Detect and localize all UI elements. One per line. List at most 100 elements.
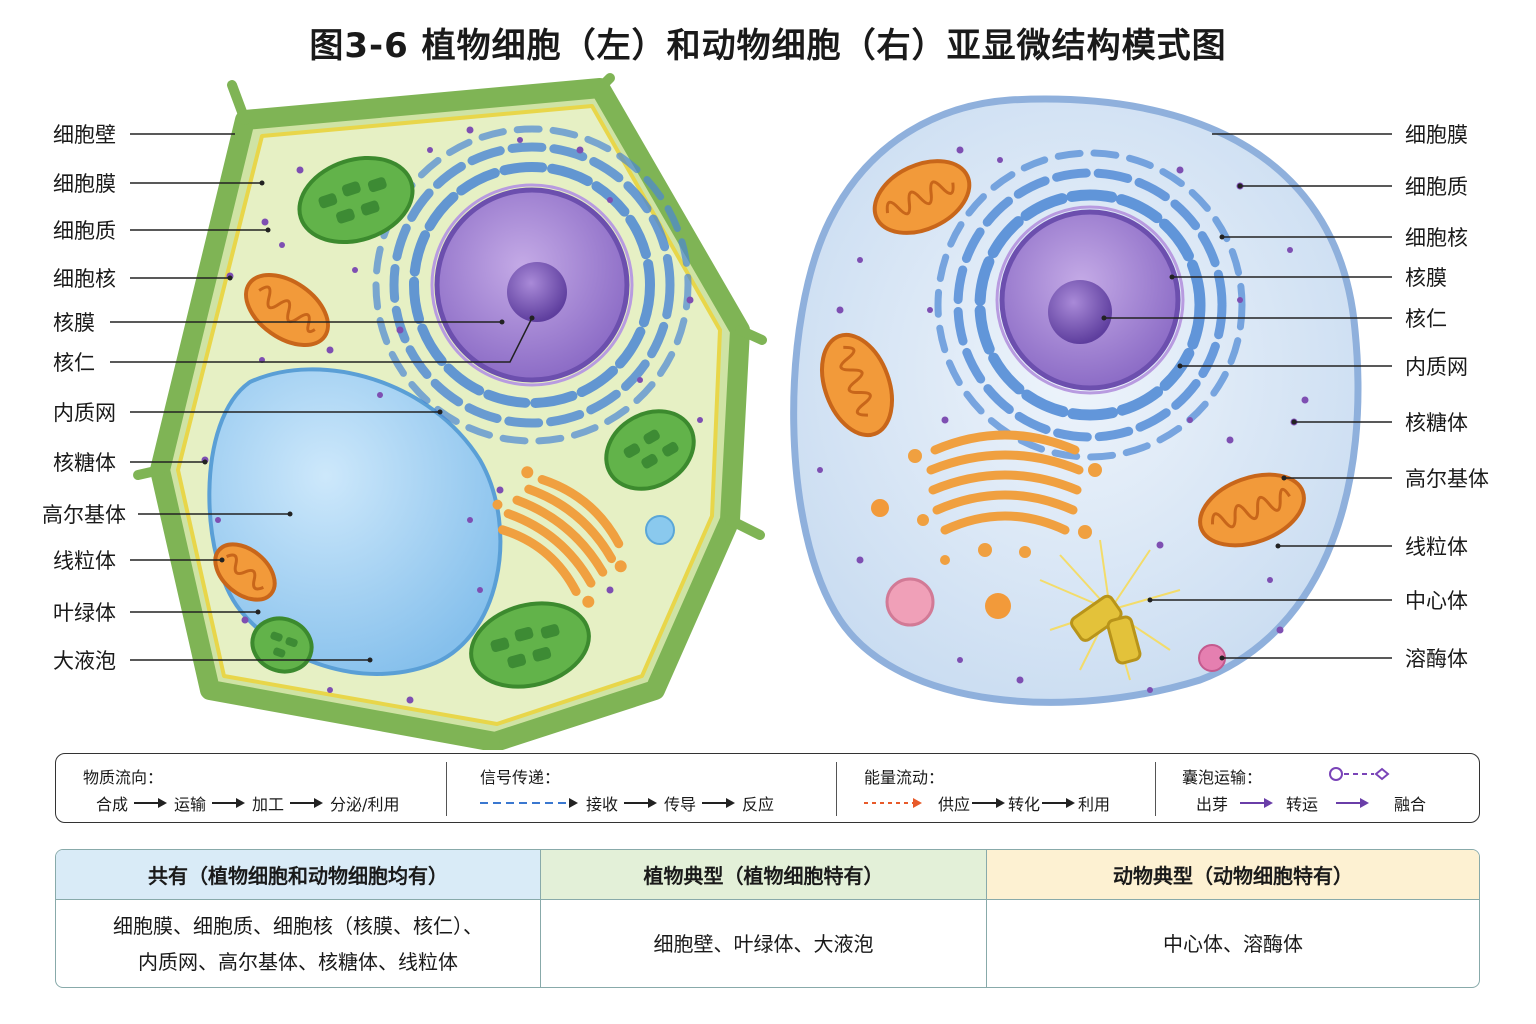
animal-label-lysosome: 溶酶体 [1405,647,1468,671]
plant-nuclear-envelope [430,183,634,387]
signal-step-1: 接收 [586,795,619,814]
lysosome-1 [885,577,935,627]
table-header-common: 共有（植物细胞和动物细胞均有） [56,850,540,900]
arrow-icon [212,798,246,808]
material-step-3: 加工 [252,795,285,814]
vesicle-step-3: 融合 [1394,795,1427,814]
arrow-icon [624,798,658,808]
plant-label-nucleolus: 核仁 [53,351,95,375]
animal-golgi [908,430,1102,565]
animal-label-cell-membrane: 细胞膜 [1405,123,1468,147]
legend-energy: 能量流动： 供应 转化 利用 [837,754,1155,822]
table-cell-common-line1: 细胞膜、细胞质、细胞核（核膜、核仁）、 [113,913,483,938]
legend-signal-title: 信号传递： [480,768,561,787]
table-header-animal: 动物典型（动物细胞特有） [987,850,1479,900]
plant-label-cell-wall: 细胞壁 [53,123,116,147]
purple-arrow-icon [1336,798,1370,808]
animal-mitochondrion-3 [1198,472,1306,548]
plant-label-cytoplasm: 细胞质 [53,219,116,243]
plant-label-mitochondrion: 线粒体 [53,549,116,573]
legend-divider [446,762,447,816]
animal-label-nucleolus: 核仁 [1405,307,1447,331]
table-cell-plant: 细胞壁、叶绿体、大液泡 [653,931,874,956]
plant-label-cell-membrane: 细胞膜 [53,172,116,196]
animal-vesicle-1 [871,499,889,517]
page-title: 图3-6 植物细胞（左）和动物细胞（右）亚显微结构模式图 [309,26,1227,66]
plant-golgi [492,466,627,608]
table-col-animal: 动物典型（动物细胞特有） 中心体、溶酶体 [986,850,1479,987]
table-cell-common: 细胞膜、细胞质、细胞核（核膜、核仁）、 内质网、高尔基体、核糖体、线粒体 [56,900,540,987]
arrow-icon [134,798,168,808]
plant-nucleolus [507,262,567,322]
legend-material-flow: 物质流向： 合成 运输 加工 分泌/利用 [56,754,446,822]
comparison-table: 共有（植物细胞和动物细胞均有） 细胞膜、细胞质、细胞核（核膜、核仁）、 内质网、… [55,849,1480,988]
plant-er [372,125,692,445]
arrow-icon [1042,798,1076,808]
purple-arrow-icon [1240,798,1274,808]
animal-vesicle-2 [985,593,1011,619]
animal-er [934,149,1246,461]
animal-labels: 细胞膜 细胞质 细胞核 核膜 核仁 内质网 核糖体 高尔基体 线粒体 中心体 溶… [1405,123,1489,671]
material-step-1: 合成 [96,795,129,814]
animal-label-golgi: 高尔基体 [1405,467,1489,491]
plant-label-er: 内质网 [53,401,116,425]
plant-labels: 细胞壁 细胞膜 细胞质 细胞核 核膜 核仁 内质网 核糖体 高尔基体 线粒体 叶… [42,123,126,673]
animal-mitochondrion-1 [872,159,972,235]
vesicle-step-1: 出芽 [1196,795,1229,814]
plant-vesicle [645,515,675,545]
animal-label-nuclear-envelope: 核膜 [1405,266,1447,290]
animal-label-er: 内质网 [1405,355,1468,379]
plant-mitochondrion-2 [213,542,277,602]
plant-label-nuclear-envelope: 核膜 [53,311,95,335]
material-step-4: 分泌/利用 [330,795,400,814]
chloroplast-2 [604,409,696,491]
animal-cell [790,95,1362,706]
leader-lines [110,133,1392,661]
animal-label-centrosome: 中心体 [1405,589,1468,613]
centrosome [1039,539,1181,681]
animal-label-nucleus: 细胞核 [1405,226,1468,250]
dashed-arrow-icon [480,798,578,808]
table-col-common: 共有（植物细胞和动物细胞均有） 细胞膜、细胞质、细胞核（核膜、核仁）、 内质网、… [56,850,540,987]
vesicle-transport-icon [1329,767,1390,781]
legend-energy-title: 能量流动： [864,768,945,787]
animal-nucleolus [1048,280,1112,344]
table-col-plant: 植物典型（植物细胞特有） 细胞壁、叶绿体、大液泡 [540,850,986,987]
plant-label-chloroplast: 叶绿体 [53,601,116,625]
legend-material-title: 物质流向： [83,768,164,787]
animal-label-cytoplasm: 细胞质 [1405,175,1468,199]
leader-dots [202,180,1297,663]
vesicle-step-2: 转运 [1286,795,1319,814]
material-step-2: 运输 [174,795,207,814]
plant-label-ribosome: 核糖体 [53,451,116,475]
plant-cell [133,73,767,750]
energy-step-3: 利用 [1078,795,1111,814]
table-cell-animal: 中心体、溶酶体 [1163,931,1303,956]
arrow-icon [972,798,1006,808]
chloroplast-4 [250,616,314,674]
flow-legend: 物质流向： 合成 运输 加工 分泌/利用 信号传递： 接收 传导 反应 能量流动… [55,753,1480,823]
cell-diagram: 细胞壁 细胞膜 细胞质 细胞核 核膜 核仁 内质网 核糖体 高尔基体 线粒体 叶… [42,73,1489,750]
plant-label-vacuole: 大液泡 [53,649,116,673]
plant-label-nucleus: 细胞核 [53,267,116,291]
legend-vesicle-title: 囊泡运输： [1182,768,1263,787]
animal-label-mitochondrion: 线粒体 [1405,535,1468,559]
animal-label-ribosome: 核糖体 [1405,411,1468,435]
legend-signal: 信号传递： 接收 传导 反应 [447,754,837,822]
chloroplast-3 [469,601,591,689]
table-header-plant: 植物典型（植物细胞特有） [541,850,986,900]
legend-divider [836,762,837,816]
dotted-arrow-icon [864,798,922,808]
animal-nuclear-envelope [995,205,1185,395]
animal-cell-membrane [790,95,1362,706]
legend-divider [1155,762,1156,816]
table-cell-common-line2: 内质网、高尔基体、核糖体、线粒体 [138,949,458,974]
plant-mitochondrion-1 [244,273,330,347]
animal-mitochondrion-2 [820,332,894,438]
arrow-icon [290,798,324,808]
signal-step-2: 传导 [664,795,697,814]
signal-step-3: 反应 [742,795,775,814]
legend-vesicle: 囊泡运输： 出芽 转运 融合 [1156,754,1479,822]
energy-step-2: 转化 [1008,795,1041,814]
arrow-icon [702,798,736,808]
